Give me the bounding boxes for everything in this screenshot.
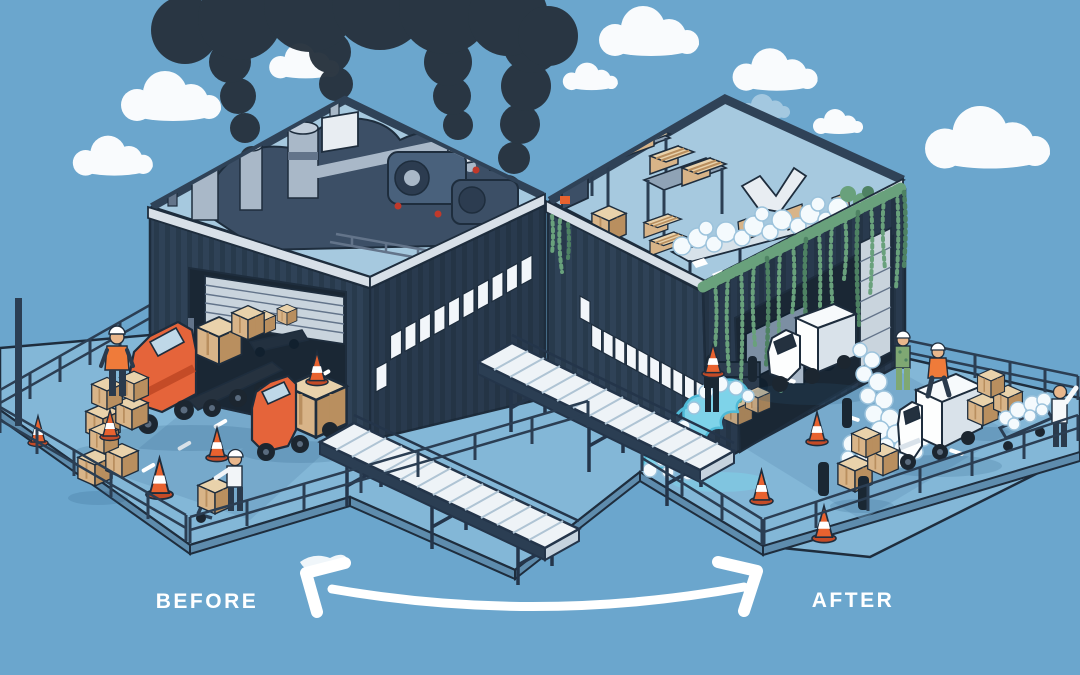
after-yard xyxy=(640,302,1079,544)
worker-carrying-cone xyxy=(701,343,725,412)
before-label: BEFORE xyxy=(156,590,259,613)
hanging-vines xyxy=(550,181,909,403)
windshield xyxy=(903,404,921,426)
fence-post-pole xyxy=(15,298,22,426)
window-row-before xyxy=(375,253,533,394)
windshield xyxy=(148,326,186,358)
arrowhead-left xyxy=(300,557,351,618)
front-railings xyxy=(0,399,1080,545)
foam-cart-and-worker xyxy=(997,384,1079,451)
window-row-after xyxy=(579,294,707,410)
vent-stack xyxy=(321,110,359,154)
worker-camo xyxy=(894,330,911,390)
orange-box-truck xyxy=(250,371,349,461)
storage-rack xyxy=(641,145,729,236)
hard-hat xyxy=(227,448,244,458)
windshield xyxy=(773,332,797,356)
roof-back-parapet-after xyxy=(547,93,905,205)
parapet-fascia xyxy=(369,192,546,290)
conveyor-ramp-1 xyxy=(317,413,582,585)
hard-hat xyxy=(108,325,126,335)
railing-left-front xyxy=(0,399,590,543)
railing-right-front xyxy=(640,413,1080,545)
after-label: AFTER xyxy=(812,589,895,612)
arrowhead-right xyxy=(712,556,763,617)
worker-orange-vest-after xyxy=(925,342,952,399)
hard-hat xyxy=(895,330,911,339)
worker-white-shirt xyxy=(1052,384,1068,400)
hard-hat xyxy=(930,342,946,351)
worker-orange-vest xyxy=(99,325,135,396)
before-after-arrow xyxy=(300,556,763,618)
before-yard xyxy=(27,304,360,523)
windshield xyxy=(260,380,292,406)
box-cart-inside xyxy=(248,303,310,357)
